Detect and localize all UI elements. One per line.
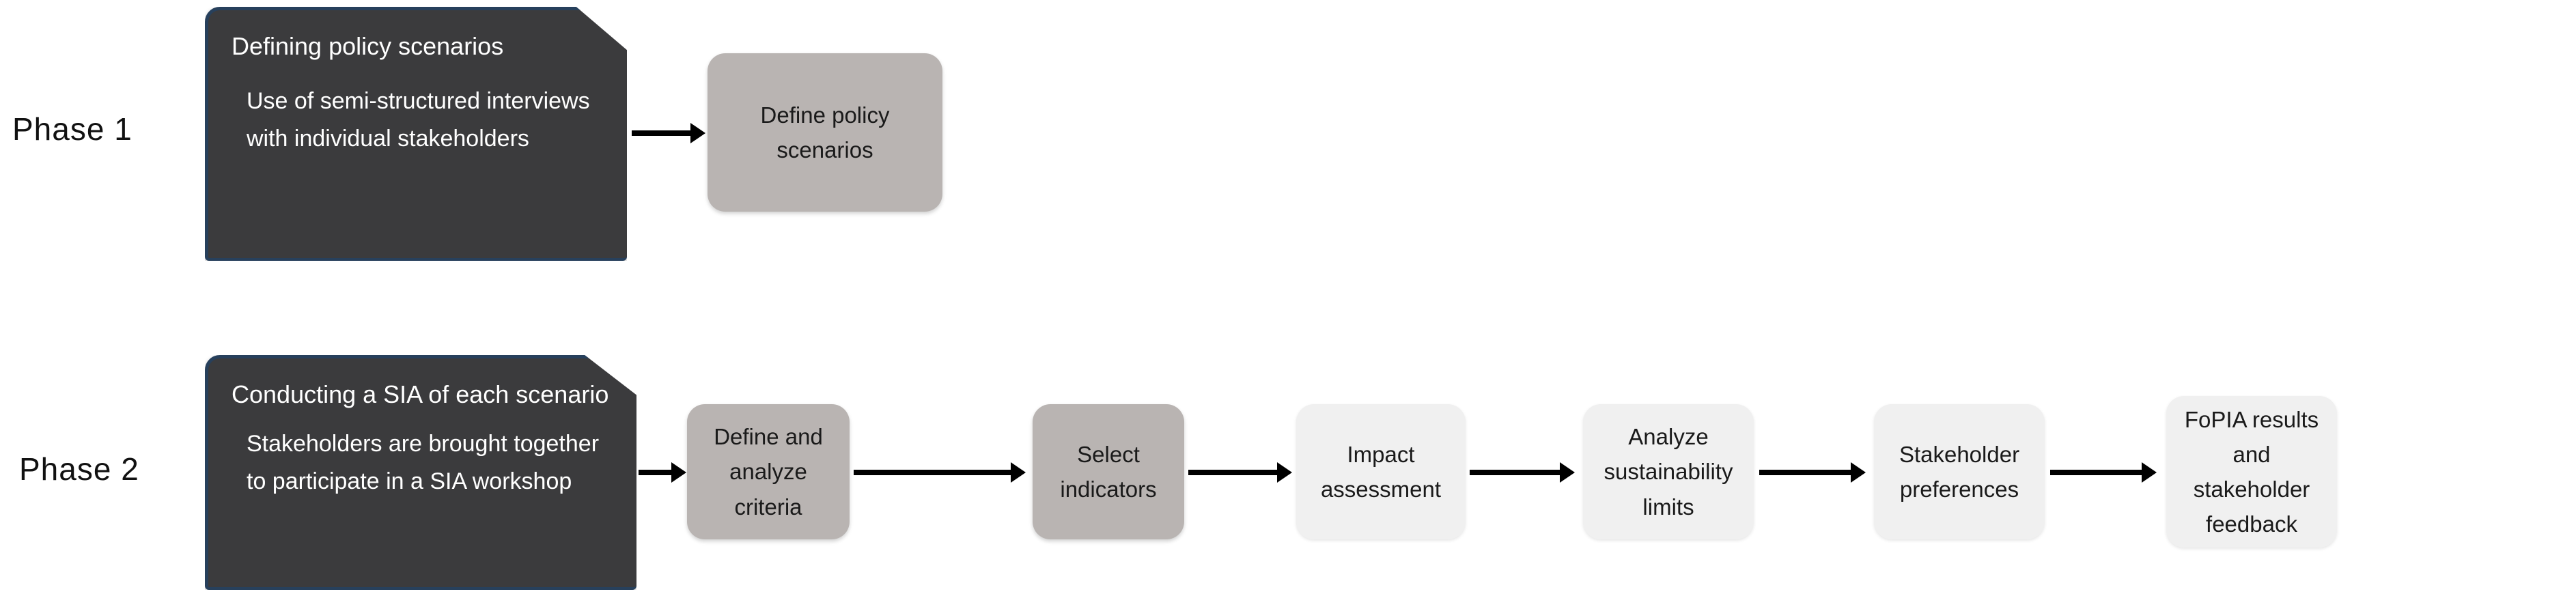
phase-2-description-box: Conducting a SIA of each scenario Stakeh…: [205, 355, 636, 590]
arrow-head-icon: [690, 123, 705, 143]
step-define-policy-scenarios[interactable]: Define policy scenarios: [708, 53, 942, 212]
arrow-shaft: [632, 130, 692, 136]
phase-1-description-box: Defining policy scenarios Use of semi-st…: [205, 7, 627, 261]
arrow-head-icon: [1851, 462, 1866, 483]
phase-2-description-body: Stakeholders are brought together to par…: [247, 431, 600, 495]
arrow-shaft: [1470, 470, 1561, 475]
step-analyze-sustainability-limits[interactable]: Analyze sustainability limits: [1583, 404, 1754, 539]
arrow-head-icon: [1277, 462, 1292, 483]
arrow-head-icon: [2142, 462, 2157, 483]
arrow-head-icon: [1011, 462, 1026, 483]
arrow-shaft: [854, 470, 1012, 475]
phase-1-label: Phase 1: [12, 111, 132, 147]
arrow-shaft: [2050, 470, 2143, 475]
step-fopia-results-and-stakeholder-feedback[interactable]: FoPIA results and stakeholder feedback: [2166, 396, 2337, 548]
step-define-and-analyze-criteria[interactable]: Define and analyze criteria: [687, 404, 850, 539]
phase-1-description-title: Defining policy scenarios: [232, 32, 504, 60]
phase-1-description-body: Use of semi-structured interviews with i…: [247, 88, 590, 152]
step-impact-assessment[interactable]: Impact assessment: [1296, 404, 1466, 539]
phase-2-label: Phase 2: [19, 451, 139, 487]
phase-2-description-title: Conducting a SIA of each scenario: [232, 380, 609, 408]
arrow-shaft: [1759, 470, 1852, 475]
arrow-shaft: [1188, 470, 1278, 475]
arrow-head-icon: [671, 462, 686, 483]
arrow-head-icon: [1560, 462, 1575, 483]
arrow-shaft: [639, 470, 673, 475]
step-select-indicators[interactable]: Select indicators: [1033, 404, 1184, 539]
step-stakeholder-preferences[interactable]: Stakeholder preferences: [1874, 404, 2045, 539]
